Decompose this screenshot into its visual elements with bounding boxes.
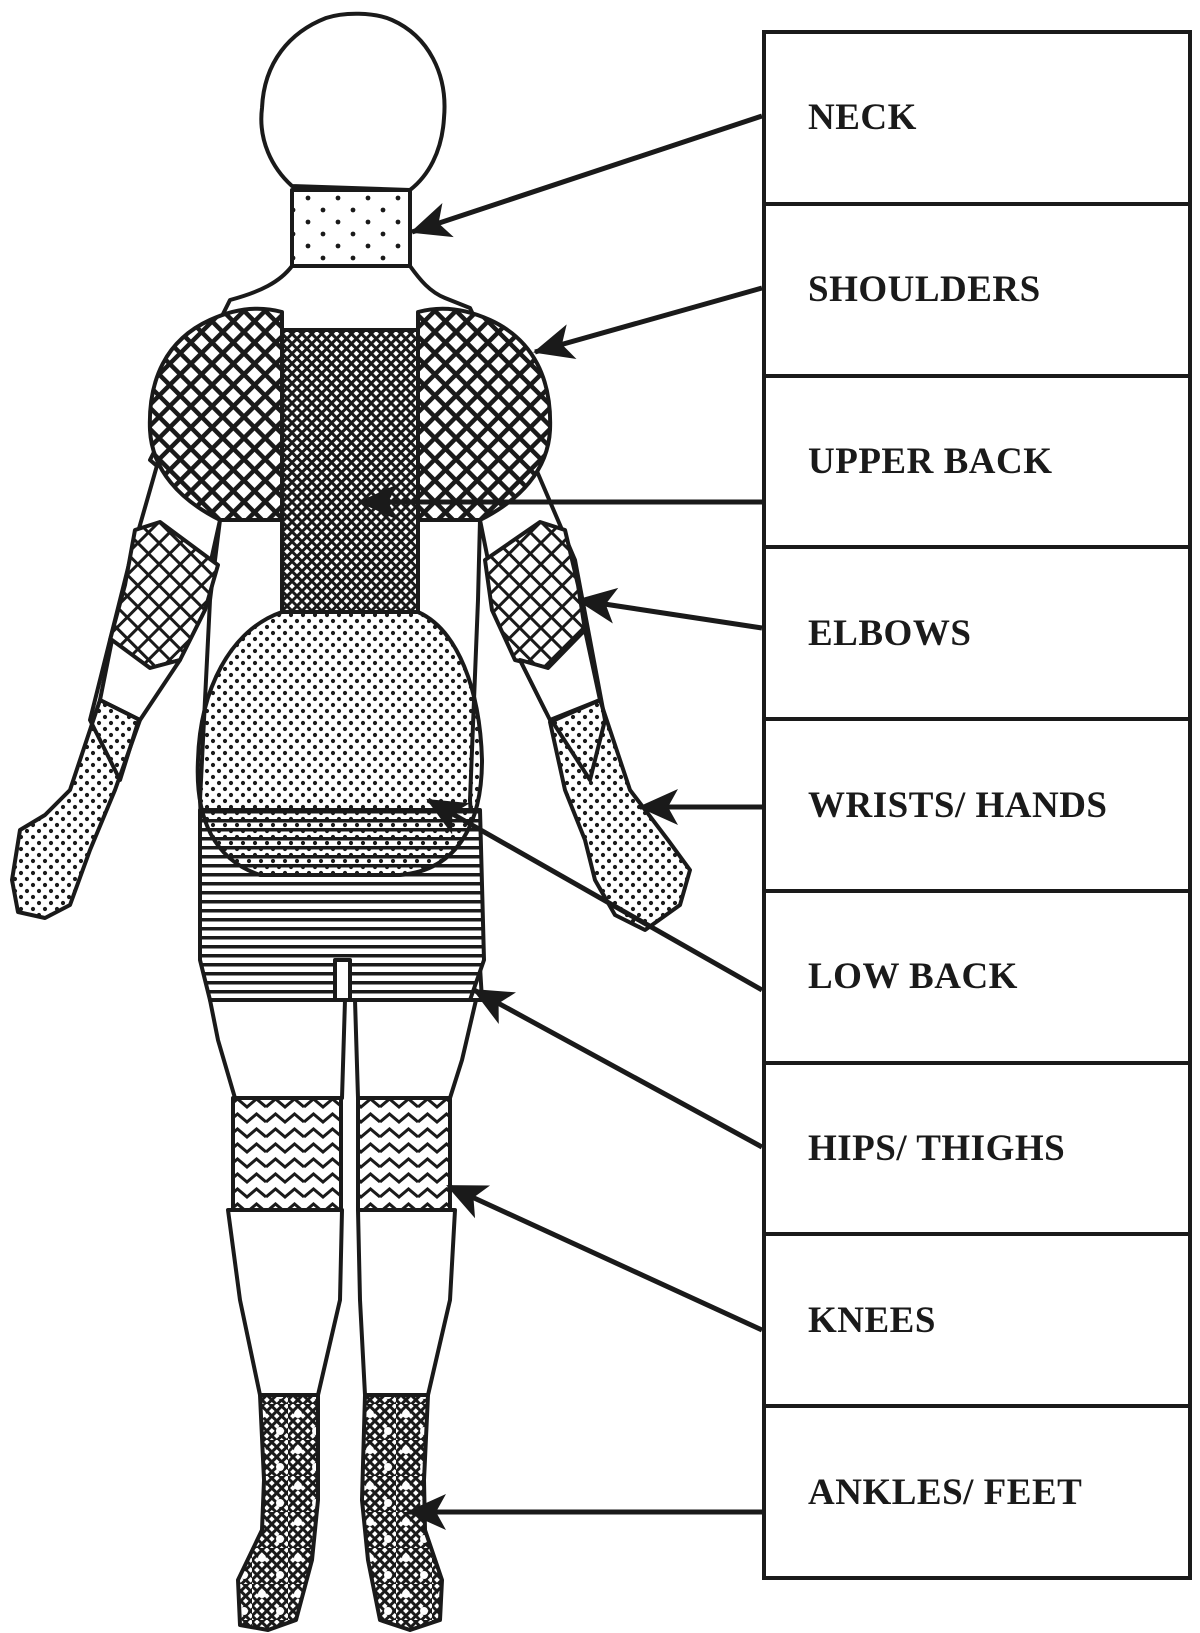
label-cell-low-back: LOW BACK [766,893,1188,1065]
upper-back-region [282,330,418,612]
label-cell-upper-back: UPPER BACK [766,378,1188,550]
label-low-back: LOW BACK [808,955,1018,998]
label-wrists-hands: WRISTS/ HANDS [808,784,1108,827]
shin-right [358,1210,455,1395]
label-upper-back: UPPER BACK [808,440,1052,483]
arrow-neck [412,116,762,232]
label-knees: KNEES [808,1299,936,1342]
human-figure [12,14,690,1630]
label-shoulders: SHOULDERS [808,268,1041,311]
label-cell-shoulders: SHOULDERS [766,206,1188,378]
label-neck: NECK [808,96,917,139]
body-region-label-table: NECK SHOULDERS UPPER BACK ELBOWS WRISTS/… [762,30,1192,1580]
thigh-right [355,1000,476,1098]
label-cell-ankles-feet: ANKLES/ FEET [766,1408,1188,1576]
hand-left [12,700,140,918]
low-back-region [198,612,482,875]
shin-left [228,1210,342,1395]
thigh-left [210,1000,345,1098]
hand-right [550,700,690,930]
arrow-knees [448,1186,762,1330]
arrow-hips-thighs [474,990,762,1147]
label-cell-elbows: ELBOWS [766,549,1188,721]
label-hips-thighs: HIPS/ THIGHS [808,1127,1065,1170]
knee-left [233,1098,341,1210]
label-cell-neck: NECK [766,34,1188,206]
label-cell-hips-thighs: HIPS/ THIGHS [766,1065,1188,1237]
label-cell-knees: KNEES [766,1236,1188,1408]
arrow-shoulders [535,288,762,352]
arrow-elbows [578,600,762,628]
label-cell-wrists-hands: WRISTS/ HANDS [766,721,1188,893]
head [261,14,444,190]
foot-left [238,1395,318,1630]
label-ankles-feet: ANKLES/ FEET [808,1471,1082,1514]
knee-right [358,1098,450,1210]
neck-region [292,190,410,266]
label-elbows: ELBOWS [808,612,971,655]
